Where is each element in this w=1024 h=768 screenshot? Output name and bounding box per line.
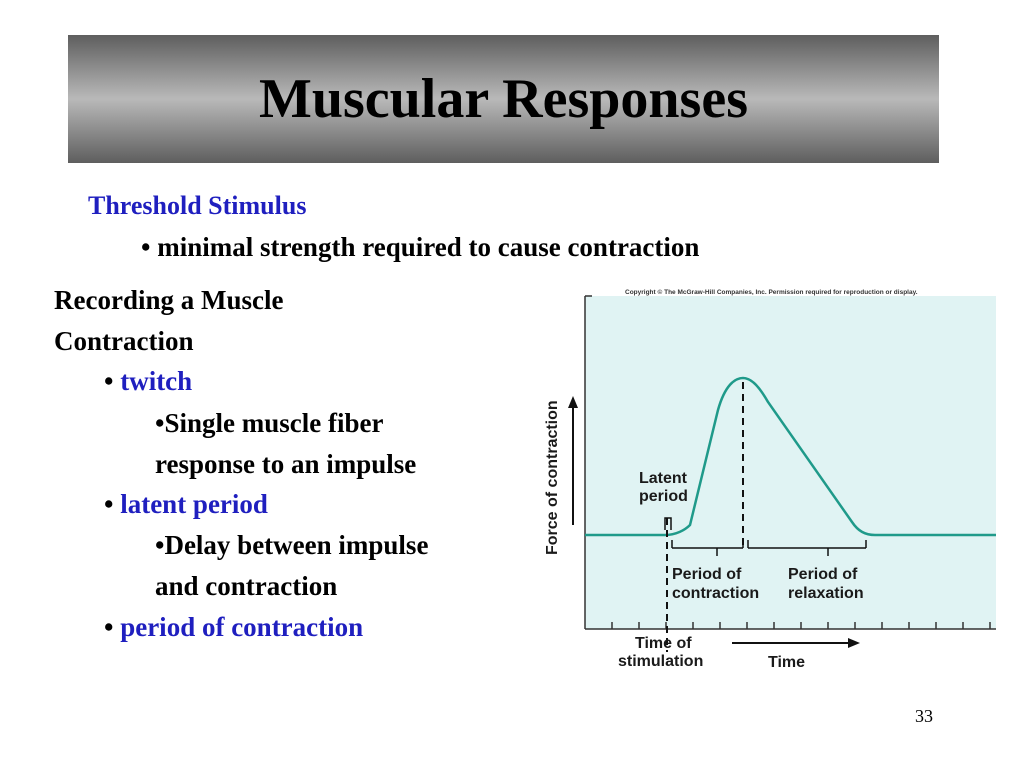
recording-heading-line2: Contraction — [54, 326, 194, 356]
x-axis — [585, 622, 996, 630]
contraction-label-line2: contraction — [672, 585, 759, 602]
term-period-of-contraction: period of contraction — [120, 612, 364, 642]
term-latent-period: latent period — [120, 489, 268, 519]
threshold-heading: Threshold Stimulus — [88, 191, 307, 220]
latent-period-bracket — [664, 517, 672, 530]
slide-number: 33 — [915, 706, 933, 726]
latent-label-line1: Latent — [639, 470, 688, 487]
y-axis — [584, 295, 592, 629]
title-bar: Muscular Responses — [68, 35, 939, 163]
twitch-curve — [585, 376, 996, 537]
twitch-desc-line2: response to an impulse — [155, 449, 417, 479]
latent-label-line2: period — [639, 488, 688, 505]
relaxation-bracket — [747, 540, 867, 556]
latent-desc-line2: and contraction — [155, 571, 338, 601]
twitch-diagram: Copyright © The McGraw-Hill Companies, I… — [544, 288, 996, 671]
relaxation-label-line2: relaxation — [788, 585, 864, 602]
bullet-twitch: • twitch — [104, 366, 193, 396]
y-axis-label: Force of contraction — [544, 400, 561, 555]
x-axis-label: Time — [768, 654, 805, 671]
x-axis-arrow — [732, 638, 860, 648]
recording-heading-line1: Recording a Muscle — [54, 285, 284, 315]
bullet-period-of-contraction: • period of contraction — [104, 612, 364, 642]
threshold-definition: • minimal strength required to cause con… — [141, 232, 700, 262]
threshold-definition-text: minimal strength required to cause contr… — [157, 232, 700, 262]
term-twitch: twitch — [120, 366, 193, 396]
y-axis-arrow — [568, 396, 578, 525]
contraction-label-line1: Period of — [672, 566, 742, 583]
contraction-bracket — [671, 540, 744, 556]
twitch-desc-line1: •Single muscle fiber — [155, 408, 384, 438]
latent-desc-line1: •Delay between impulse — [155, 530, 429, 560]
bullet-latent-period: • latent period — [104, 489, 268, 519]
diagram-panel — [585, 296, 996, 629]
relaxation-label-line1: Period of — [788, 566, 858, 583]
copyright-notice: Copyright © The McGraw-Hill Companies, I… — [625, 288, 918, 296]
slide-title: Muscular Responses — [258, 68, 748, 130]
stimulation-label-line2: stimulation — [618, 653, 703, 670]
stimulation-label-line1: Time of — [635, 635, 692, 652]
